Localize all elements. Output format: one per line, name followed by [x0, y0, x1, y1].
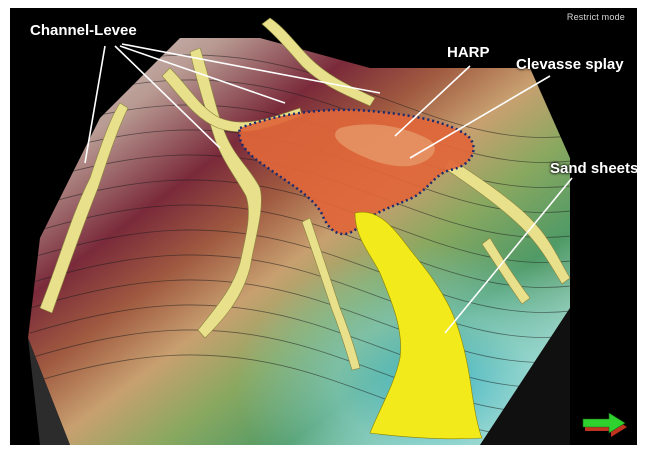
- sand-sheets-deposit: [354, 211, 483, 440]
- annotation-leaders: [84, 43, 573, 334]
- channel-levee-deposits: [39, 17, 571, 371]
- green-arrow-icon[interactable]: [581, 413, 633, 443]
- sand-sheets-label: Sand sheets: [550, 160, 637, 177]
- seismic-surface-render: [28, 17, 573, 445]
- restrict-mode-label: Restrict mode: [566, 12, 625, 22]
- crevasse-splay: [335, 124, 435, 167]
- crevasse-splay-label: Clevasse splay: [516, 56, 624, 73]
- channel-levee-label: Channel-Levee: [30, 22, 137, 39]
- harp-label: HARP: [447, 44, 490, 61]
- 3d-seismic-viewport[interactable]: Restrict mode Channel-Levee HARP Clevass…: [10, 8, 637, 445]
